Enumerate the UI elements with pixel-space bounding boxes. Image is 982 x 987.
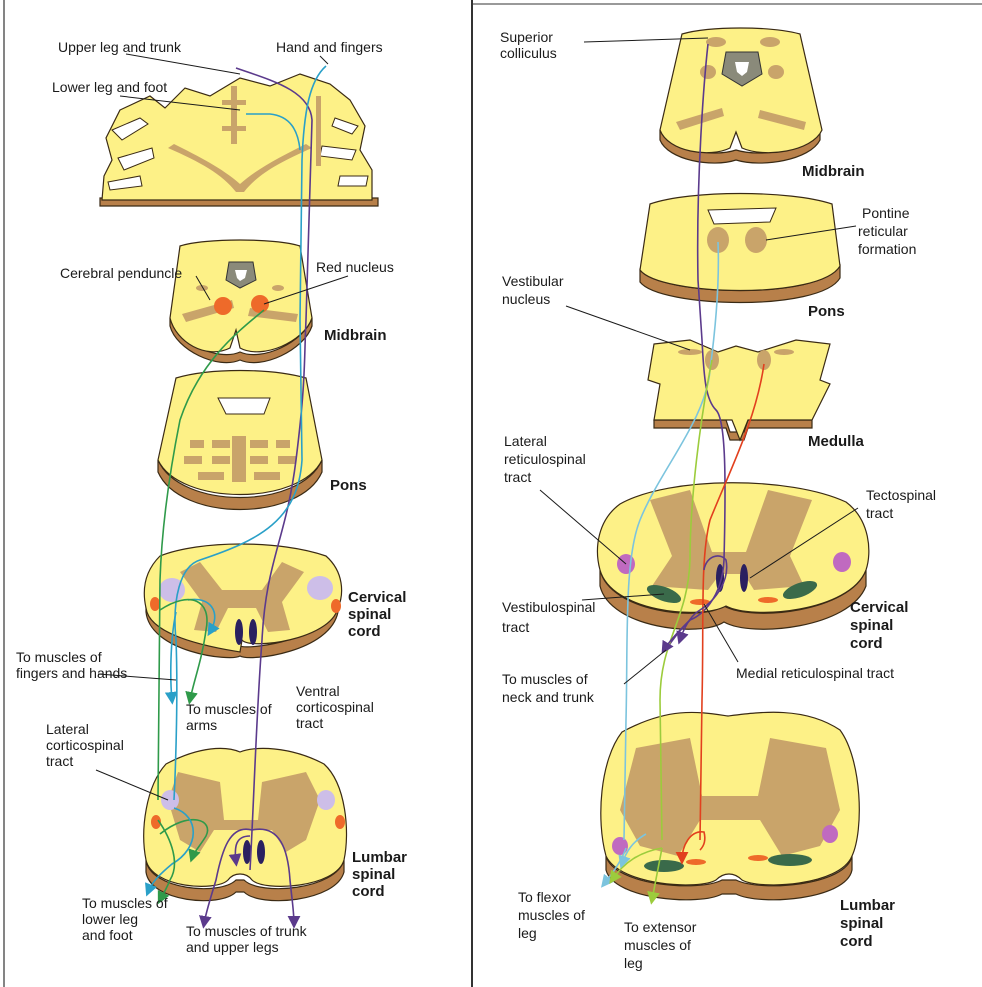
- label-lower-leg-muscles-2: lower leg: [82, 911, 138, 927]
- label-lower-leg-muscles-3: and foot: [82, 927, 133, 943]
- label-left-lumbar-3: cord: [352, 883, 385, 900]
- label-lateral-cs-2: corticospinal: [46, 737, 124, 753]
- label-tectospinal-2: tract: [866, 505, 893, 521]
- label-pontine-2: reticular: [858, 223, 908, 239]
- label-right-lumbar-1: Lumbar: [840, 897, 895, 914]
- label-extensor-1: To extensor: [624, 919, 697, 935]
- label-red-nucleus: Red nucleus: [316, 259, 394, 275]
- label-superior-colliculus-2: colliculus: [500, 45, 557, 61]
- right-lumbar-cord-section: [601, 712, 859, 900]
- label-superior-colliculus-1: Superior: [500, 29, 553, 45]
- label-medulla: Medulla: [808, 433, 864, 450]
- label-upper-leg-trunk: Upper leg and trunk: [58, 39, 182, 55]
- label-ventral-cs-2: corticospinal: [296, 699, 374, 715]
- label-lateral-rs-2: reticulospinal: [504, 451, 586, 467]
- label-pontine-3: formation: [858, 241, 916, 257]
- label-trunk-legs-2: and upper legs: [186, 939, 279, 955]
- label-ventral-cs-3: tract: [296, 715, 323, 731]
- label-cerebral-peduncle: Cerebral penduncle: [60, 265, 182, 281]
- label-extensor-3: leg: [624, 955, 643, 971]
- label-trunk-legs-1: To muscles of trunk: [186, 923, 308, 939]
- label-left-pons: Pons: [330, 477, 367, 494]
- left-midbrain-section: [170, 240, 312, 363]
- label-left-lumbar-2: spinal: [352, 866, 395, 883]
- label-left-cervical-1: Cervical: [348, 589, 406, 606]
- label-left-lumbar-1: Lumbar: [352, 849, 407, 866]
- label-right-cervical-1: Cervical: [850, 599, 908, 616]
- label-right-cervical-3: cord: [850, 635, 883, 652]
- label-right-lumbar-2: spinal: [840, 915, 883, 932]
- label-lateral-cs-3: tract: [46, 753, 73, 769]
- left-pons-section: [158, 371, 322, 510]
- label-vestibulospinal-2: tract: [502, 619, 529, 635]
- label-arms-2: arms: [186, 717, 217, 733]
- label-vestibulospinal-1: Vestibulospinal: [502, 599, 595, 615]
- label-vestibular-nucleus-1: Vestibular: [502, 273, 564, 289]
- label-left-cervical-2: spinal: [348, 606, 391, 623]
- label-right-lumbar-3: cord: [840, 933, 873, 950]
- label-extensor-2: muscles of: [624, 937, 691, 953]
- label-ventral-cs-1: Ventral: [296, 683, 340, 699]
- label-arms-1: To muscles of: [186, 701, 272, 717]
- label-flexor-1: To flexor: [518, 889, 571, 905]
- label-flexor-3: leg: [518, 925, 537, 941]
- left-cervical-cord-section: [144, 544, 341, 658]
- right-pons-section: [640, 194, 840, 303]
- label-neck-trunk-2: neck and trunk: [502, 689, 595, 705]
- label-right-midbrain: Midbrain: [802, 163, 865, 180]
- label-flexor-2: muscles of: [518, 907, 585, 923]
- label-lateral-cs-1: Lateral: [46, 721, 89, 737]
- label-left-cervical-3: cord: [348, 623, 381, 640]
- label-neck-trunk-1: To muscles of: [502, 671, 588, 687]
- label-fingers-hands-1: To muscles of: [16, 649, 102, 665]
- label-pontine-1: Pontine: [862, 205, 910, 221]
- label-hand-fingers: Hand and fingers: [276, 39, 383, 55]
- right-medulla-section: [648, 340, 830, 440]
- label-lower-leg-muscles-1: To muscles of: [82, 895, 168, 911]
- right-midbrain-section: [660, 28, 822, 163]
- label-vestibular-nucleus-2: nucleus: [502, 291, 550, 307]
- label-fingers-hands-2: fingers and hands: [16, 665, 127, 681]
- label-lateral-rs-3: tract: [504, 469, 531, 485]
- label-tectospinal-1: Tectospinal: [866, 487, 936, 503]
- label-left-midbrain: Midbrain: [324, 327, 387, 344]
- label-right-cervical-2: spinal: [850, 617, 893, 634]
- label-lateral-rs-1: Lateral: [504, 433, 547, 449]
- label-medial-rs: Medial reticulospinal tract: [736, 665, 894, 681]
- label-right-pons: Pons: [808, 303, 845, 320]
- right-cervical-cord-section: [597, 483, 868, 629]
- label-lower-leg-foot: Lower leg and foot: [52, 79, 167, 95]
